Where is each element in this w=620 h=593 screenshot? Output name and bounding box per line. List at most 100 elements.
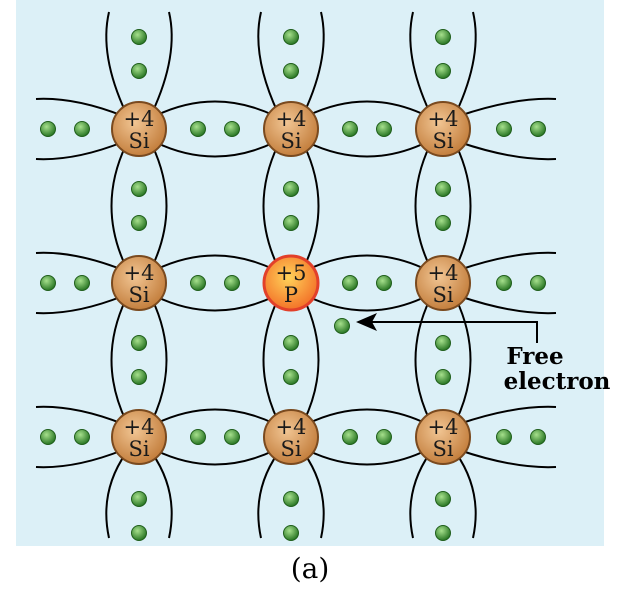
electron-dot [283,63,299,79]
electron-dot [342,121,358,137]
atom-circle [263,101,319,157]
electron-dot [283,29,299,45]
electron-dot [435,491,451,507]
atom-circle [111,101,167,157]
free-electron-annotation: Free electron [356,313,611,395]
bond-line [303,144,320,268]
bond-line [35,405,124,425]
bond-line [35,97,124,117]
electron-dot [342,429,358,445]
atom-charge-label: +4 [276,415,307,439]
arrow-left-icon [356,313,538,343]
electron-dot [131,491,147,507]
silicon-atom: +4Si [415,409,471,465]
electron-dot [40,429,56,445]
bond-line [151,298,168,422]
bond-line [306,295,428,312]
atom-circle [415,409,471,465]
atom-symbol-label: Si [128,129,149,153]
atom-circle [415,101,471,157]
atom-symbol-label: P [284,283,298,307]
electron-dot [40,121,56,137]
electron-dot [342,275,358,291]
bond-line [35,251,124,271]
annotation-line-2: electron [504,368,611,395]
electron-dot [530,121,546,137]
atom-symbol-label: Si [432,283,453,307]
bond-line [154,141,276,158]
atom-circle [415,255,471,311]
electron-dot [435,29,451,45]
electron-dot [190,121,206,137]
bond-line [409,11,431,114]
silicon-atom: +4Si [263,101,319,157]
atom-grid: +4Si+4Si+4Si+4Si+5P+4Si+4Si+4Si+4Si [111,101,471,465]
bond-line [35,449,124,469]
bond-line [306,100,428,117]
bond-line [306,141,428,158]
electron-dot [283,335,299,351]
atom-symbol-label: Si [128,437,149,461]
bond-line [35,141,124,161]
bond-line [257,11,279,114]
bond-line [306,408,428,425]
silicon-atom: +4Si [415,101,471,157]
bond-line [455,298,472,422]
electron-dot [224,121,240,137]
bond-line [262,144,279,268]
bond-line [257,452,279,539]
silicon-atom: +4Si [415,255,471,311]
electron-dot [435,369,451,385]
bond-line [306,449,428,466]
free-electron-dot [334,318,350,334]
electron-dot [131,181,147,197]
silicon-atom: +4Si [111,101,167,157]
atom-charge-label: +4 [276,107,307,131]
atom-symbol-label: Si [128,283,149,307]
bond-line [151,144,168,268]
electron-dot [376,429,392,445]
electron-dot [40,275,56,291]
bond-line [306,254,428,271]
electron-dot [530,275,546,291]
annotation-line-1: Free [506,343,563,370]
electron-dot [435,215,451,231]
atom-charge-label: +4 [428,107,459,131]
electron-dot [131,525,147,541]
bond-line [303,452,325,539]
atom-circle [111,409,167,465]
electron-dot [224,275,240,291]
atom-symbol-label: Si [280,129,301,153]
electron-dot [131,29,147,45]
atom-charge-label: +4 [428,261,459,285]
electron-dot [131,215,147,231]
silicon-atom: +4Si [111,409,167,465]
bond-line [303,298,320,422]
atom-circle [262,254,320,312]
bond-line [303,11,325,114]
electron-dot [435,181,451,197]
electron-dot [131,369,147,385]
bond-line [414,298,431,422]
electron-dot [190,275,206,291]
bond-line [154,408,276,425]
electron-dot [131,335,147,351]
bond-line [458,295,557,315]
bond-line [455,11,477,114]
bond-line [262,298,279,422]
bond-line [151,11,173,114]
bond-line [154,449,276,466]
bond-line [409,452,431,539]
electron-dot [131,63,147,79]
electron-dot [435,63,451,79]
atom-charge-label: +4 [428,415,459,439]
bond-line [458,251,557,271]
electron-dot [496,429,512,445]
figure-caption: (a) [291,552,330,585]
electron-dot [283,491,299,507]
electron-dot [283,525,299,541]
silicon-atom: +4Si [111,255,167,311]
bond-line [455,452,477,539]
